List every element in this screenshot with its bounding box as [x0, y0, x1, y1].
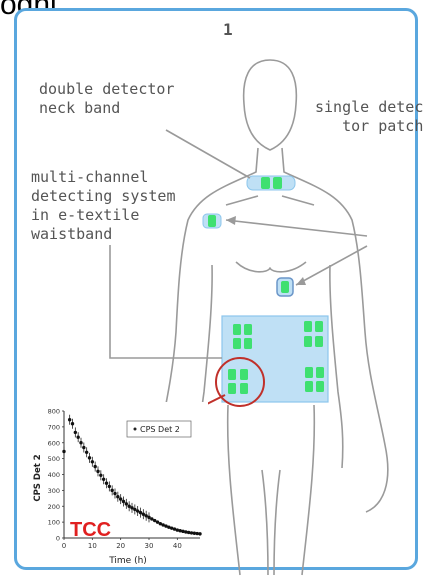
waist-leader	[110, 245, 222, 358]
neck-detector-right	[273, 177, 282, 189]
head-outline	[244, 60, 297, 150]
waist-detector	[233, 324, 241, 335]
arrowhead-abdomen	[296, 277, 306, 285]
neck-label-line-2: neck band	[39, 99, 120, 117]
neck-band-label: double detector neck band	[39, 80, 174, 118]
patch-label-line-1: single detec	[315, 98, 423, 116]
data-point	[181, 530, 184, 533]
data-point	[178, 529, 181, 532]
waist-detector	[228, 383, 236, 394]
y-axis-label: CPS Det 2	[33, 454, 43, 501]
waist-detector	[244, 338, 252, 349]
waist-detector	[304, 321, 312, 332]
waist-detector	[305, 367, 313, 378]
waist-detector	[315, 336, 323, 347]
patch-label-line-2: tor patch	[342, 117, 423, 135]
chest-lines	[236, 262, 306, 272]
x-tick-label: 30	[145, 542, 154, 550]
waist-detector	[240, 369, 248, 380]
waist-detector	[304, 336, 312, 347]
neck-label-line-1: double detector	[39, 80, 174, 98]
y-tick-label: 400	[48, 471, 60, 479]
neck-leader	[166, 130, 250, 178]
patch-leader-abdomen	[296, 246, 367, 285]
patch-label: single detec tor patch	[315, 98, 423, 136]
data-point	[184, 530, 187, 533]
y-tick-label: 600	[48, 439, 60, 447]
abdomen-detector	[281, 281, 289, 293]
x-tick-label: 0	[62, 542, 66, 550]
waist-detector	[240, 383, 248, 394]
y-tick-label: 100	[48, 519, 60, 527]
patch-leader-shoulder	[226, 220, 367, 236]
y-tick-label: 0	[56, 535, 60, 543]
x-tick-label: 10	[88, 542, 97, 550]
y-tick-label: 700	[48, 423, 60, 431]
legend-marker	[134, 428, 137, 431]
data-point	[187, 531, 190, 534]
left-leg	[228, 405, 240, 575]
data-point	[176, 528, 179, 531]
waist-label-line-3: in e-textile	[31, 206, 139, 224]
waist-detector	[305, 381, 313, 392]
arrowhead-shoulder	[226, 216, 236, 225]
tcc-label: TCC	[70, 519, 111, 541]
collarbones	[226, 196, 314, 205]
y-tick-label: 500	[48, 455, 60, 463]
right-leg	[302, 405, 314, 575]
waist-detector	[315, 321, 323, 332]
right-inner-arm	[330, 265, 343, 468]
waist-detector	[316, 367, 324, 378]
waist-detector	[228, 369, 236, 380]
waist-label-line-1: multi-channel	[31, 168, 148, 186]
y-tick-label: 200	[48, 503, 60, 511]
waist-detector	[316, 381, 324, 392]
data-point	[198, 532, 201, 535]
x-tick-label: 40	[173, 542, 182, 550]
waist-detector	[244, 324, 252, 335]
y-tick-label: 800	[48, 408, 60, 416]
neck-detector-left	[261, 177, 270, 189]
waist-detector	[233, 338, 241, 349]
inner-legs	[262, 470, 280, 575]
y-tick-label: 300	[48, 487, 60, 495]
x-tick-label: 20	[116, 542, 125, 550]
waistband-label: multi-channel detecting system in e-text…	[31, 168, 176, 244]
legend-label: CPS Det 2	[140, 425, 180, 434]
waist-label-line-2: detecting system	[31, 187, 176, 205]
x-axis-label: Time (h)	[108, 556, 147, 566]
shoulder-detector	[208, 215, 216, 227]
neck-band	[247, 176, 295, 190]
legend: CPS Det 2	[127, 421, 191, 437]
waist-label-line-4: waistband	[31, 225, 112, 243]
decay-chart: 0 100 200 300 400 500 600 700 800 0 10 20 30 40 CPS …	[33, 402, 208, 566]
